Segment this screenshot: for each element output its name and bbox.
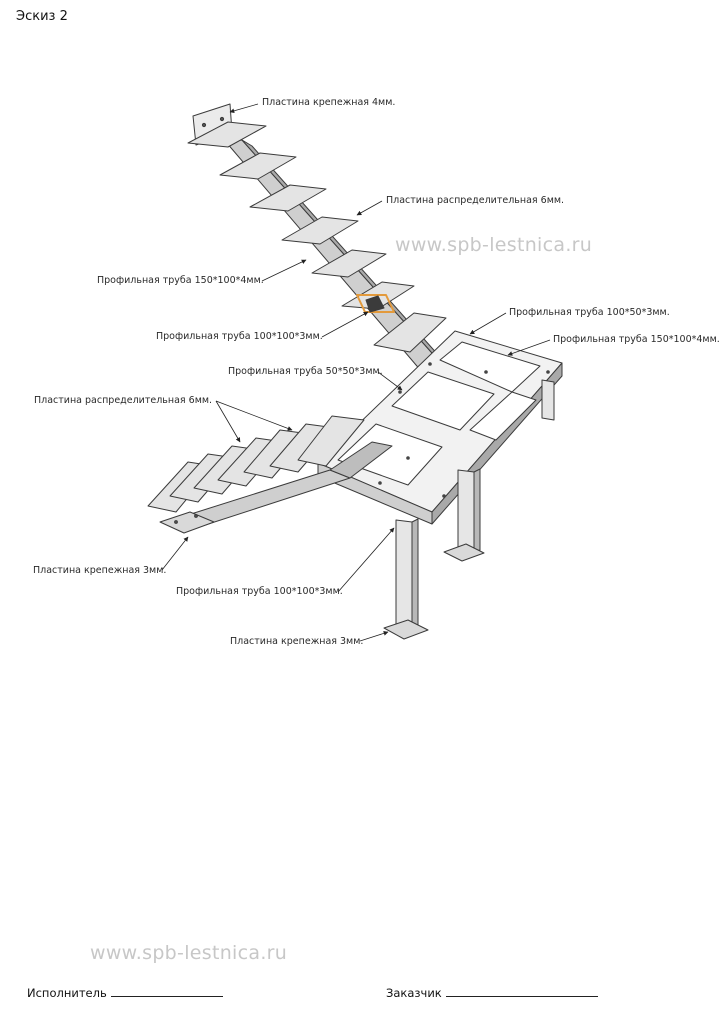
lower-treads xyxy=(147,415,365,513)
label-plate-mount-4: Пластина крепежная 4мм. xyxy=(262,97,396,108)
executor-signature-line xyxy=(110,985,223,997)
label-tube-150-100-4-left: Профильная труба 150*100*4мм. xyxy=(97,275,264,286)
watermark-bottom: www.spb-lestnica.ru xyxy=(90,942,288,964)
label-plate-mount-3-bottom: Пластина крепежная 3мм. xyxy=(230,636,364,647)
executor-signature: Исполнитель xyxy=(27,985,223,1000)
dist-plate-highlight xyxy=(356,294,395,313)
leg-back xyxy=(541,379,555,421)
leg-middle xyxy=(457,469,475,553)
label-plate-dist-6-upper: Пластина распределительная 6мм. xyxy=(386,195,565,206)
label-tube-50-50-3: Профильная труба 50*50*3мм. xyxy=(228,366,383,377)
sheet-title: Эскиз 2 xyxy=(16,9,68,24)
label-plate-dist-6-lower: Пластина распределительная 6мм. xyxy=(34,395,213,406)
label-tube-100-50-3: Профильная труба 100*50*3мм. xyxy=(509,307,670,318)
leg-front xyxy=(395,519,413,631)
bottom-mount-plate xyxy=(159,511,215,534)
upper-treads xyxy=(187,121,447,353)
label-tube-100-100-3-upper: Профильная труба 100*100*3мм. xyxy=(156,331,323,342)
label-tube-100-100-3-lower: Профильная труба 100*100*3мм. xyxy=(176,586,343,597)
customer-signature: Заказчик xyxy=(386,985,598,1000)
foot-plate-middle xyxy=(443,543,485,562)
customer-signature-line xyxy=(445,985,598,997)
watermark-top: www.spb-lestnica.ru xyxy=(395,234,593,256)
label-tube-150-100-4-right: Профильная труба 150*100*4мм. xyxy=(553,334,720,345)
executor-label: Исполнитель xyxy=(27,986,107,1000)
label-plate-mount-3-left: Пластина крепежная 3мм. xyxy=(33,565,167,576)
customer-label: Заказчик xyxy=(386,986,442,1000)
foot-plate-front xyxy=(383,619,429,640)
